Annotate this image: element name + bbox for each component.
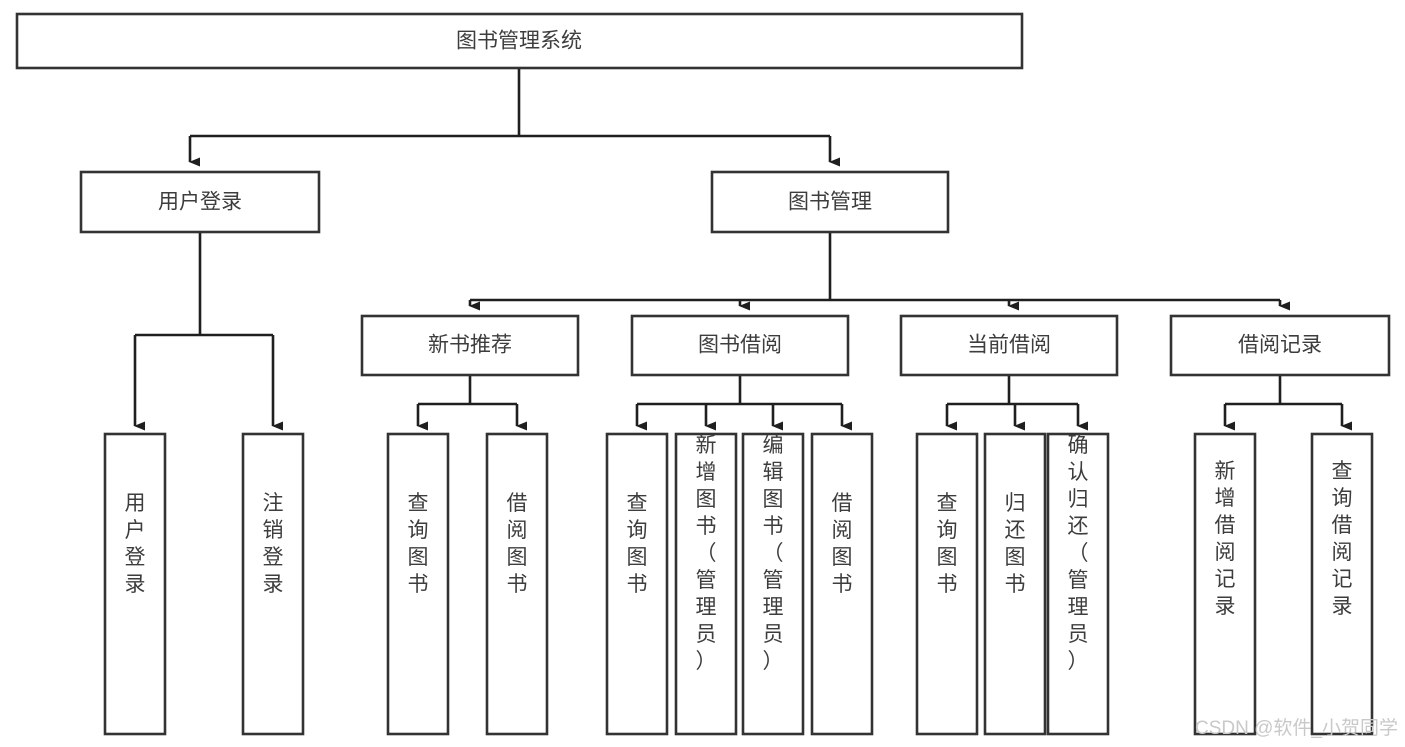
node-borrow-record[interactable]: 借阅记录 <box>1169 314 1391 377</box>
leaf-current-borrow-1-box[interactable] <box>915 432 979 736</box>
leaf-current-borrow-1-label: 查询图书 <box>937 492 958 596</box>
leaf-current-borrow-2-box[interactable] <box>983 432 1047 736</box>
leaf-borrow-record-1-label: 新增借阅记录 <box>1215 460 1236 618</box>
leaf-user-login-2[interactable]: 注销登录 <box>241 432 305 736</box>
leaf-borrow-record-2-box[interactable] <box>1310 432 1374 736</box>
node-root-system[interactable]: 图书管理系统 <box>15 12 1024 70</box>
node-book-management-box[interactable] <box>710 170 950 234</box>
leaf-new-book-2-box[interactable] <box>485 432 549 736</box>
leaf-current-borrow-2-label: 归还图书 <box>1005 492 1026 596</box>
leaf-book-borrow-1-label: 查询图书 <box>627 492 648 596</box>
leaf-borrow-record-1-box[interactable] <box>1193 432 1257 736</box>
connector-layer <box>133 68 1352 431</box>
leaf-current-borrow-1[interactable]: 查询图书 <box>915 432 979 736</box>
leaf-book-borrow-3-label: 编辑图书（管理员） <box>763 434 784 673</box>
leaf-book-borrow-3-box[interactable] <box>741 432 805 736</box>
node-book-borrow-box[interactable] <box>630 314 850 377</box>
leaf-current-borrow-3[interactable]: 确认归还（管理员） <box>1046 432 1110 736</box>
leaf-book-borrow-4-label: 借阅图书 <box>832 492 853 596</box>
node-new-book-recommend[interactable]: 新书推荐 <box>360 314 580 377</box>
node-borrow-record-label: 借阅记录 <box>1238 334 1322 357</box>
leaf-book-borrow-4-box[interactable] <box>810 432 874 736</box>
leaf-new-book-1[interactable]: 查询图书 <box>386 432 450 736</box>
leaf-user-login-1-box[interactable] <box>103 432 167 736</box>
node-root-system-label: 图书管理系统 <box>456 30 582 53</box>
leaf-book-borrow-1[interactable]: 查询图书 <box>605 432 669 736</box>
node-new-book-recommend-label: 新书推荐 <box>428 334 512 357</box>
leaf-user-login-2-label: 注销登录 <box>263 492 284 596</box>
leaf-borrow-record-2[interactable]: 查询借阅记录 <box>1310 432 1374 736</box>
leaf-book-borrow-2-label: 新增图书（管理员） <box>696 434 717 673</box>
leaf-current-borrow-3-box[interactable] <box>1046 432 1110 736</box>
node-book-management-label: 图书管理 <box>788 191 872 214</box>
node-root-system-box[interactable] <box>15 12 1024 70</box>
leaf-current-borrow-2[interactable]: 归还图书 <box>983 432 1047 736</box>
leaf-user-login-2-box[interactable] <box>241 432 305 736</box>
node-user-login[interactable]: 用户登录 <box>79 170 321 234</box>
node-current-borrow-box[interactable] <box>899 314 1119 377</box>
node-new-book-recommend-box[interactable] <box>360 314 580 377</box>
node-current-borrow[interactable]: 当前借阅 <box>899 314 1119 377</box>
watermark-label: CSDN @软件_小贺同学 <box>1195 717 1398 739</box>
leaf-book-borrow-4[interactable]: 借阅图书 <box>810 432 874 736</box>
leaf-book-borrow-1-box[interactable] <box>605 432 669 736</box>
leaf-new-book-1-label: 查询图书 <box>408 492 429 596</box>
leaf-new-book-2-label: 借阅图书 <box>507 492 528 596</box>
leaf-new-book-2[interactable]: 借阅图书 <box>485 432 549 736</box>
leaf-book-borrow-2[interactable]: 新增图书（管理员） <box>674 432 738 736</box>
node-user-login-box[interactable] <box>79 170 321 234</box>
leaf-borrow-record-2-label: 查询借阅记录 <box>1332 460 1353 618</box>
leaf-current-borrow-3-label: 确认归还（管理员） <box>1068 434 1089 673</box>
node-borrow-record-box[interactable] <box>1169 314 1391 377</box>
node-current-borrow-label: 当前借阅 <box>967 334 1051 357</box>
leaf-book-borrow-2-box[interactable] <box>674 432 738 736</box>
leaf-user-login-1[interactable]: 用户登录 <box>103 432 167 736</box>
leaf-new-book-1-box[interactable] <box>386 432 450 736</box>
leaf-user-login-1-label: 用户登录 <box>125 492 146 596</box>
leaf-borrow-record-1[interactable]: 新增借阅记录 <box>1193 432 1257 736</box>
node-book-borrow[interactable]: 图书借阅 <box>630 314 850 377</box>
node-user-login-label: 用户登录 <box>158 191 242 214</box>
node-book-borrow-label: 图书借阅 <box>698 334 782 357</box>
node-book-management[interactable]: 图书管理 <box>710 170 950 234</box>
leaf-book-borrow-3[interactable]: 编辑图书（管理员） <box>741 432 805 736</box>
